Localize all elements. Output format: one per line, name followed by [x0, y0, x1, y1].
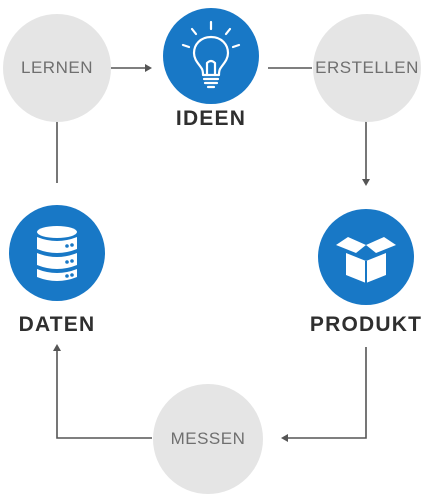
database-icon	[37, 226, 77, 281]
node-lernen-label: LERNEN	[21, 58, 93, 77]
arrowhead-produkt	[362, 179, 370, 186]
node-ideen-caption: IDEEN	[175, 107, 247, 130]
arrowhead-ideen	[145, 64, 152, 72]
arrowhead-messen	[281, 434, 288, 442]
node-produkt-caption: PRODUKT	[309, 313, 423, 336]
node-daten	[9, 205, 105, 301]
node-daten-caption: DATEN	[18, 313, 96, 336]
node-produkt	[318, 209, 414, 305]
node-erstellen: ERSTELLEN	[313, 14, 421, 122]
lightbulb-icon	[181, 20, 241, 89]
node-erstellen-label: ERSTELLEN	[315, 58, 419, 77]
node-messen-label: MESSEN	[170, 429, 246, 448]
arrow-messen-to-daten	[56, 350, 152, 439]
open-box-icon	[336, 237, 396, 283]
arrowhead-daten	[53, 344, 61, 351]
arrow-produkt-to-messen	[286, 347, 367, 439]
node-ideen	[163, 8, 259, 104]
node-messen: MESSEN	[153, 384, 263, 494]
node-lernen: LERNEN	[3, 14, 111, 122]
